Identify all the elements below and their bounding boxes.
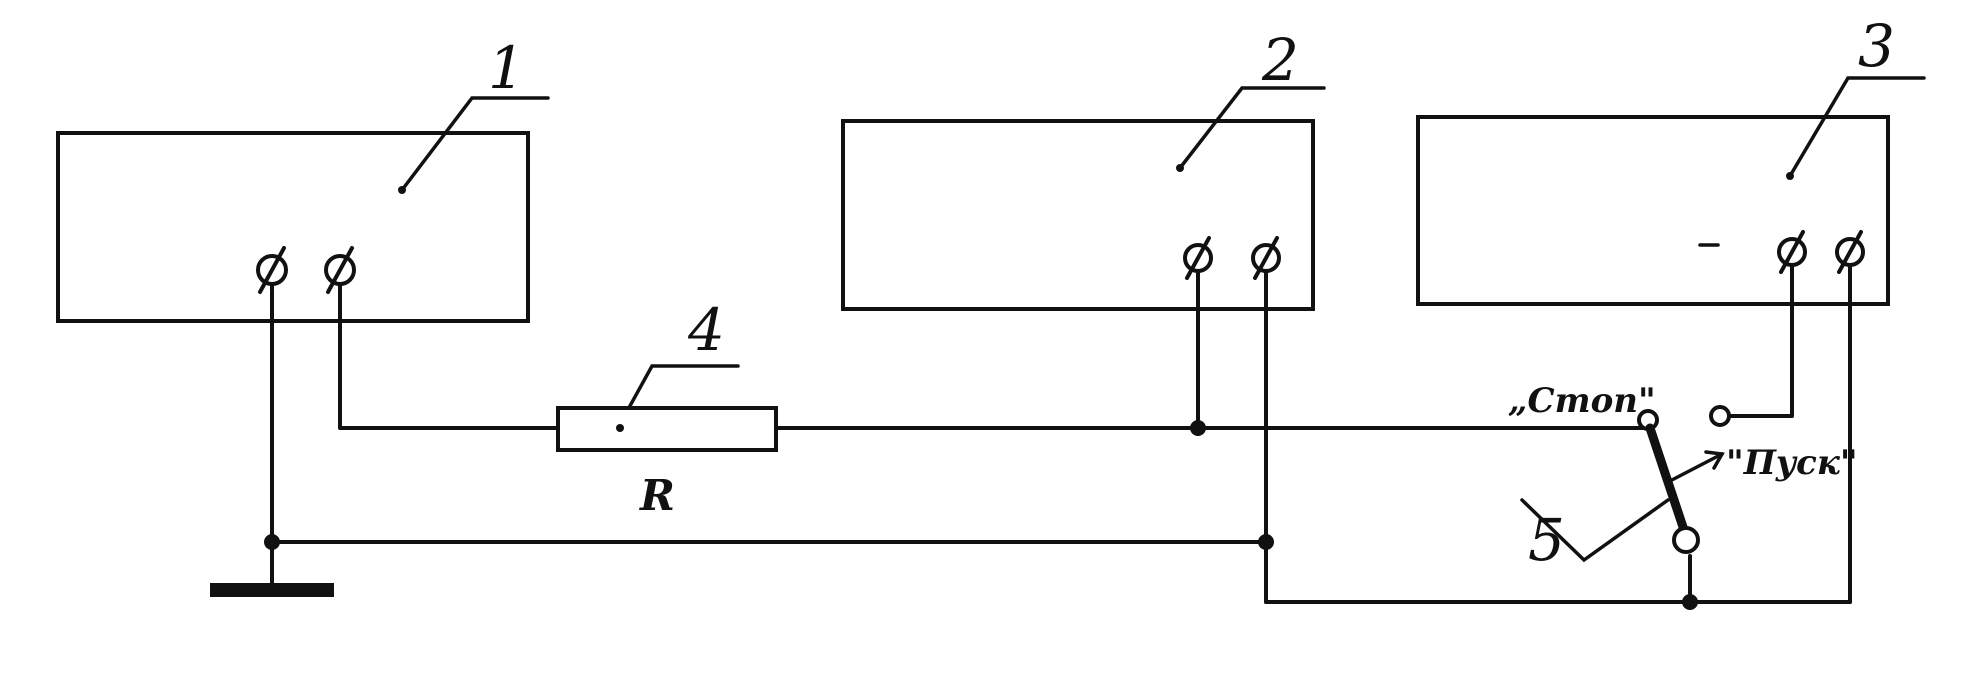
leader-2 [1178, 86, 1326, 170]
switch-arrow-head [1704, 450, 1725, 470]
ground-symbol [210, 583, 334, 597]
resistor-4 [556, 406, 778, 452]
label-block-3: 3 [1858, 12, 1895, 80]
switch-start-label: "Пуск" [1726, 443, 1858, 483]
junction-ground-b1 [264, 534, 280, 550]
b1-terminal-right [324, 246, 356, 294]
label-resistor-number: 4 [687, 296, 725, 364]
leader-3 [1788, 76, 1926, 178]
switch-start-contact [1709, 405, 1731, 427]
leader-1 [400, 96, 550, 192]
block-3 [1416, 115, 1890, 306]
wire-b1-right-to-resistor [338, 283, 560, 430]
switch-blade [1645, 423, 1689, 535]
junction-resistor-b2 [1190, 420, 1206, 436]
resistor-dot [616, 424, 624, 432]
b2-terminal-left [1183, 236, 1213, 280]
b1-terminal-left [256, 246, 288, 294]
b3-terminal-left [1777, 230, 1807, 274]
switch-stop-label: „Стоп" [1508, 381, 1656, 421]
leader-5 [1520, 498, 1670, 563]
block-2 [841, 119, 1315, 311]
wire-b3-left-to-start [1726, 262, 1794, 418]
label-block-2: 2 [1261, 26, 1299, 94]
label-switch-number: 5 [1528, 506, 1565, 574]
resistor-symbol-label: R [639, 471, 675, 520]
b2-terminal-right [1251, 236, 1281, 280]
switch-arrow-shaft [1666, 452, 1724, 484]
b3-terminal-right [1835, 230, 1865, 274]
switch-pivot [1672, 526, 1700, 554]
block-1 [56, 131, 530, 323]
junction-ground-b2 [1258, 534, 1274, 550]
label-block-1: 1 [488, 34, 525, 102]
leader-4 [618, 364, 740, 426]
